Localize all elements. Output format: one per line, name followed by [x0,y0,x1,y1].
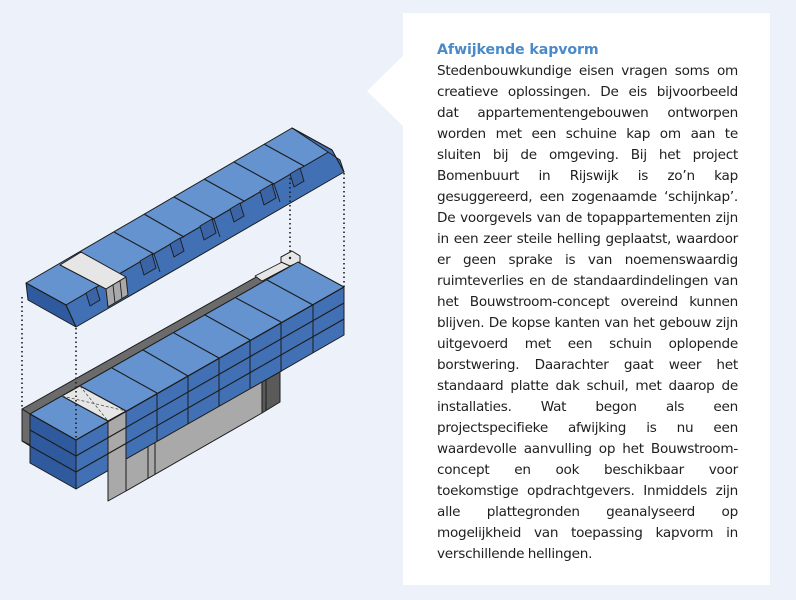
card-body-text: Stedenbouwkundige eisen vragen soms om c… [437,63,738,562]
building-illustration [21,127,345,502]
callout-arrow [367,55,404,127]
exploded-isometric-building-drawing [21,127,345,502]
info-card-content: Afwijkende kapvorm Stedenbouwkundige eis… [437,40,738,565]
info-card: Afwijkende kapvorm Stedenbouwkundige eis… [403,13,770,585]
card-title: Afwijkende kapvorm [437,42,599,58]
